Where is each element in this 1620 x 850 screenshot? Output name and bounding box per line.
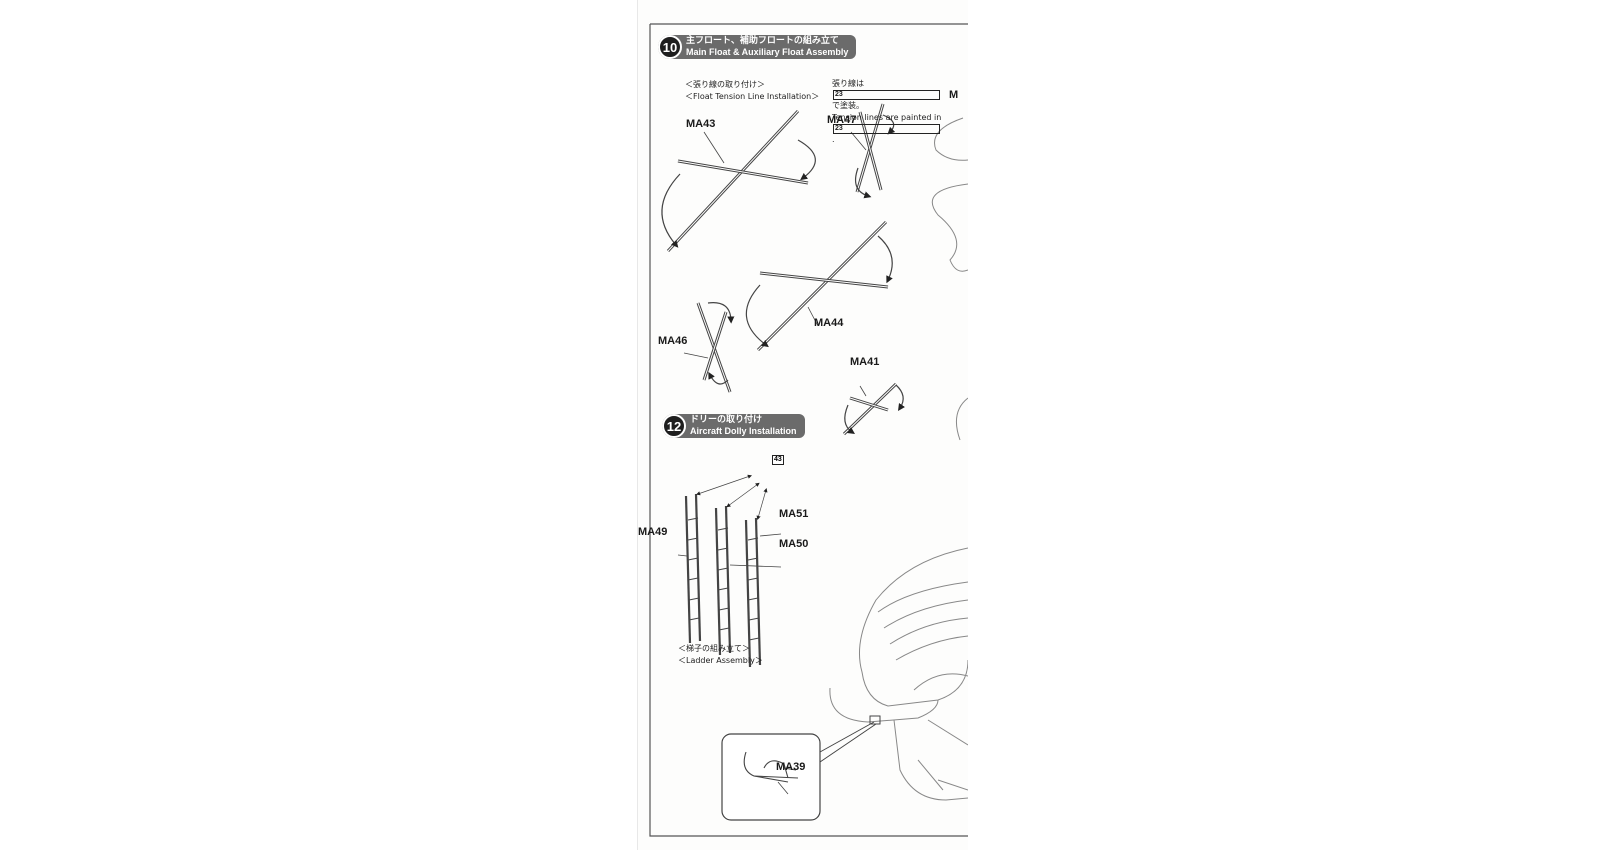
ladder-ma49 [684,493,702,644]
part-label-ma46: MA46 [658,335,688,347]
step-10-header: 10 主フロート、補助フロートの組み立て Main Float & Auxili… [658,35,857,59]
aircraft-outline [829,117,968,801]
step-12-header: 12 ドリーの取り付け Aircraft Dolly Installation [662,414,805,438]
instruction-sheet: 10 主フロート、補助フロートの組み立て Main Float & Auxili… [637,0,968,850]
ma39-detail-callout [721,715,881,821]
step-10-title-en: Main Float & Auxiliary Float Assembly [686,47,849,57]
ladder-note-en: ＜Ladder Assembly＞ [678,656,763,665]
part-label-ma49: MA49 [638,526,668,538]
part-ma43-drawing [661,109,816,253]
ladder-color-chip: 43 [772,455,784,465]
part-ma47-drawing [850,103,896,199]
step-12-title-jp: ドリーの取り付け [690,415,763,425]
ladder-drawing [677,474,782,668]
part-label-ma39: MA39 [776,761,806,773]
tension-note-jp: ＜張り線の取り付け＞ [685,80,765,89]
ladder-ma50 [714,505,732,656]
step-10-number: 10 [658,35,682,59]
part-label-ma51: MA51 [779,508,809,520]
part-ma46-drawing [683,302,735,393]
ladder-assembly-note: ＜梯子の組み立て＞ ＜Ladder Assembly＞ [678,643,763,667]
paint-color-chip-jp: 23 [833,90,941,100]
part-label-ma50: MA50 [779,538,809,550]
step-10-title-jp: 主フロート、補助フロートの組み立て [686,36,839,46]
part-ma41-drawing [842,382,905,436]
step-12-number: 12 [662,414,686,438]
ladder-ma51 [744,517,762,668]
part-label-ma41: MA41 [850,356,880,368]
tension-installation-note: ＜張り線の取り付け＞ ＜Float Tension Line Installat… [685,79,819,103]
assembly-drawing [649,23,968,837]
ladder-note-jp: ＜梯子の組み立て＞ [678,644,750,653]
part-label-ma43: MA43 [686,118,716,130]
part-label-ma44: MA44 [814,317,844,329]
edge-cut-letter: M [949,89,959,101]
step-12-title-en: Aircraft Dolly Installation [690,426,797,436]
part-ma44-drawing [745,220,893,352]
part-label-ma47: MA47 [827,114,857,126]
tension-note-en: ＜Float Tension Line Installation＞ [685,92,820,101]
